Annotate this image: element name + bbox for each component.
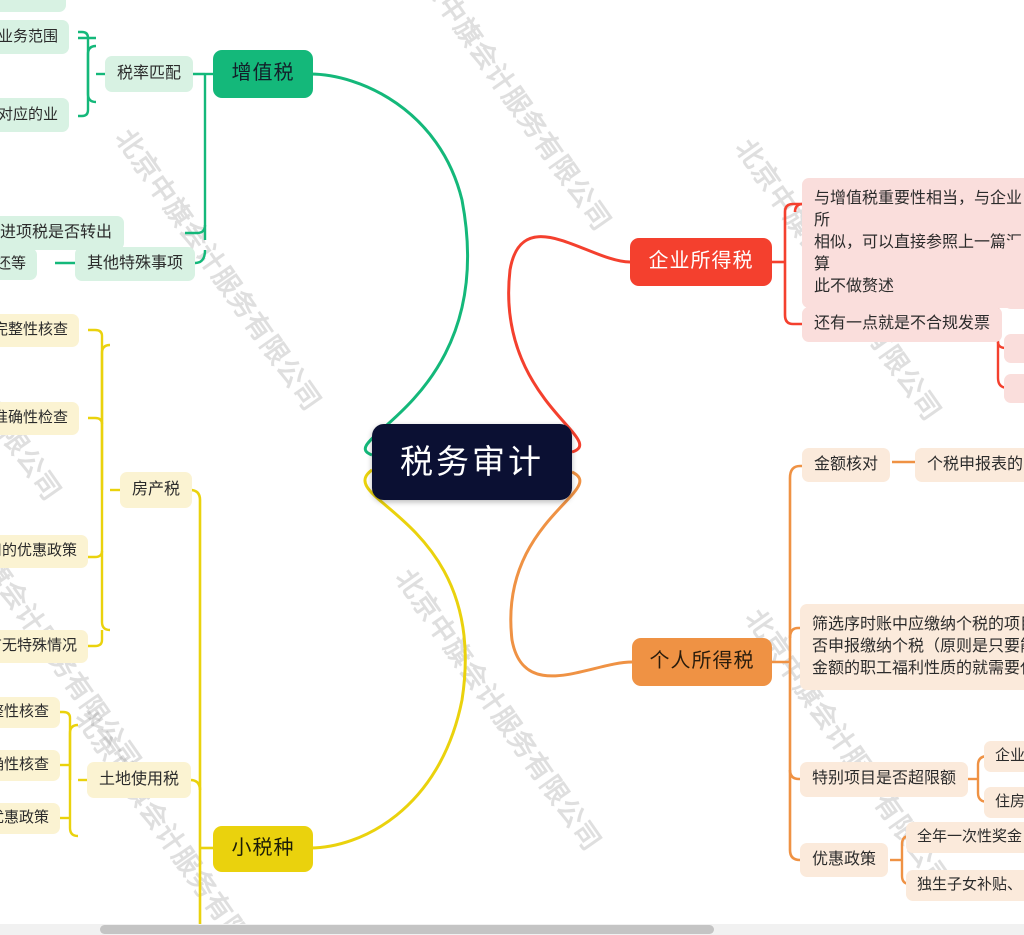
node-only-child-subsidy[interactable]: 独生子女补贴、 <box>906 870 1024 901</box>
node-enterprise-annuity[interactable]: 企业 <box>984 741 1024 772</box>
node-other-special-items[interactable]: 其他特殊事项 <box>75 247 196 281</box>
node-property-completeness[interactable]: 完整性核查 <box>0 314 80 347</box>
branch-node-minor-taxes[interactable]: 小税种 <box>213 826 313 872</box>
node-property-tax[interactable]: 房产税 <box>120 472 193 508</box>
node-land-use-tax[interactable]: 土地使用税 <box>87 762 192 798</box>
node-partial-top[interactable] <box>0 0 66 12</box>
watermark-text: 北京中旗会计服务有限公司 <box>0 480 153 778</box>
node-amount-verification[interactable]: 金额核对 <box>802 448 891 482</box>
node-invoice-child-2[interactable] <box>1004 280 1024 309</box>
node-business-scope[interactable]: 更业务范围 <box>0 20 70 54</box>
node-property-accuracy[interactable]: 准确性检查 <box>0 402 80 435</box>
node-tax-return-declaration[interactable]: 个税申报表的申 <box>915 448 1024 482</box>
node-property-special-case[interactable]: 有无特殊情况 <box>0 630 89 663</box>
branch-node-personal-income-tax[interactable]: 个人所得税 <box>632 638 772 686</box>
node-invoice-child-1[interactable] <box>1004 240 1024 269</box>
branch-node-vat[interactable]: 增值税 <box>213 50 313 98</box>
node-annual-bonus[interactable]: 全年一次性奖金 <box>906 822 1024 853</box>
node-land-preferential[interactable]: 优惠政策 <box>0 803 61 834</box>
watermark-text: 北京中旗会计服务有限公司 <box>389 564 607 857</box>
node-invoice-child-3[interactable] <box>1004 334 1024 363</box>
node-land-completeness[interactable]: 整性核查 <box>0 697 61 728</box>
node-personal-screening-note[interactable]: 筛选序时账中应缴纳个税的项目 否申报缴纳个税（原则是只要能 金额的职工福利性质的… <box>800 604 1024 691</box>
node-tax-refund[interactable]: 税还等 <box>0 248 38 280</box>
node-special-项目-over-limit[interactable]: 特别项目是否超限额 <box>800 762 969 797</box>
branch-node-corporate-income-tax[interactable]: 企业所得税 <box>630 238 772 286</box>
node-tax-rate-match[interactable]: 税率匹配 <box>105 56 194 92</box>
root-node[interactable]: 税务审计 <box>372 424 572 500</box>
node-input-tax-transfer[interactable]: 能抵扣的进项税是否转出 <box>0 216 125 250</box>
node-noncompliant-invoice[interactable]: 还有一点就是不合规发票 <box>802 307 1003 342</box>
horizontal-scrollbar-thumb[interactable] <box>100 925 714 934</box>
node-invoice-child-4[interactable] <box>1004 374 1024 403</box>
watermark-text: 北京中旗会计服务有限公司 <box>69 704 287 935</box>
node-corporate-note[interactable]: 与增值税重要性相当，与企业所 相似，可以直接参照上一篇汇算 此不做赘述 <box>802 178 1024 309</box>
watermark-text: 北京中旗会计服务有限公司 <box>399 0 617 237</box>
node-housing-fund[interactable]: 住房 <box>984 787 1024 818</box>
node-property-preferential[interactable]: 用的优惠政策 <box>0 535 89 568</box>
node-preferential-policy[interactable]: 优惠政策 <box>800 843 889 877</box>
node-check-business[interactable]: 查对应的业 <box>0 98 70 132</box>
node-land-accuracy[interactable]: 确性核查 <box>0 750 61 781</box>
